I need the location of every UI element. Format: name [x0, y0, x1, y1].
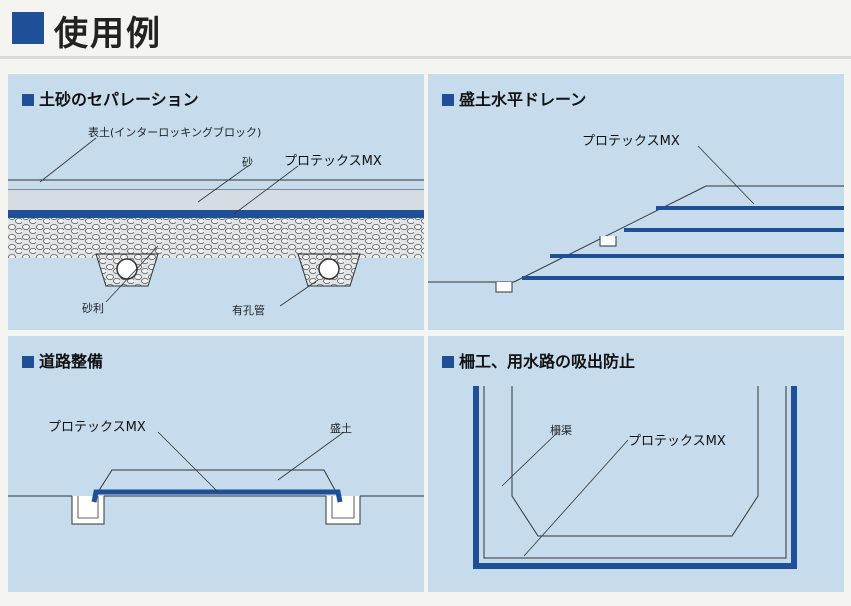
label-sand: 砂	[242, 156, 253, 169]
title-square-icon	[22, 356, 34, 368]
panel-title: 柵工、用水路の吸出防止	[442, 348, 635, 372]
panel-title-text: 道路整備	[39, 352, 104, 371]
header-divider	[0, 56, 851, 59]
embankment-drain-diagram	[428, 145, 844, 293]
header-square-icon	[12, 12, 44, 44]
title-square-icon	[22, 94, 34, 106]
label-product: プロテックスMX	[582, 134, 680, 149]
label-product: プロテックスMX	[628, 434, 726, 449]
label-fill: 盛土	[330, 422, 352, 435]
title-square-icon	[442, 356, 454, 368]
label-product: プロテックスMX	[48, 420, 146, 435]
panel-channel-protection: 柵工、用水路の吸出防止 柵渠 プロテックスMX	[428, 336, 844, 592]
panel-title-text: 土砂のセパレーション	[39, 90, 199, 109]
panel-title: 土砂のセパレーション	[22, 86, 199, 110]
panel-title: 盛土水平ドレーン	[442, 86, 586, 110]
page-title: 使用例	[54, 14, 162, 54]
label-surface: 表土(インターロッキングブロック)	[88, 126, 262, 139]
road-construction-diagram	[8, 431, 424, 525]
page-header: 使用例	[0, 0, 851, 60]
panel-embankment-drain: 盛土水平ドレーン プロテックスMX	[428, 74, 844, 330]
title-square-icon	[442, 94, 454, 106]
panel-road-construction: 道路整備 プロテックスMX 盛土	[8, 336, 424, 592]
soil-separation-diagram	[8, 137, 424, 307]
panel-soil-separation: 土砂のセパレーション 表土(インターロッキングブロック) 砂 プロテックスMX …	[8, 74, 424, 330]
panel-title: 道路整備	[22, 348, 103, 372]
label-product: プロテックスMX	[284, 154, 382, 169]
label-gravel: 砂利	[82, 302, 104, 315]
panel-title-text: 盛土水平ドレーン	[459, 90, 587, 109]
label-pipe: 有孔管	[232, 304, 265, 317]
panel-title-text: 柵工、用水路の吸出防止	[459, 352, 636, 371]
channel-protection-diagram	[473, 386, 797, 569]
label-fence: 柵渠	[550, 424, 572, 437]
